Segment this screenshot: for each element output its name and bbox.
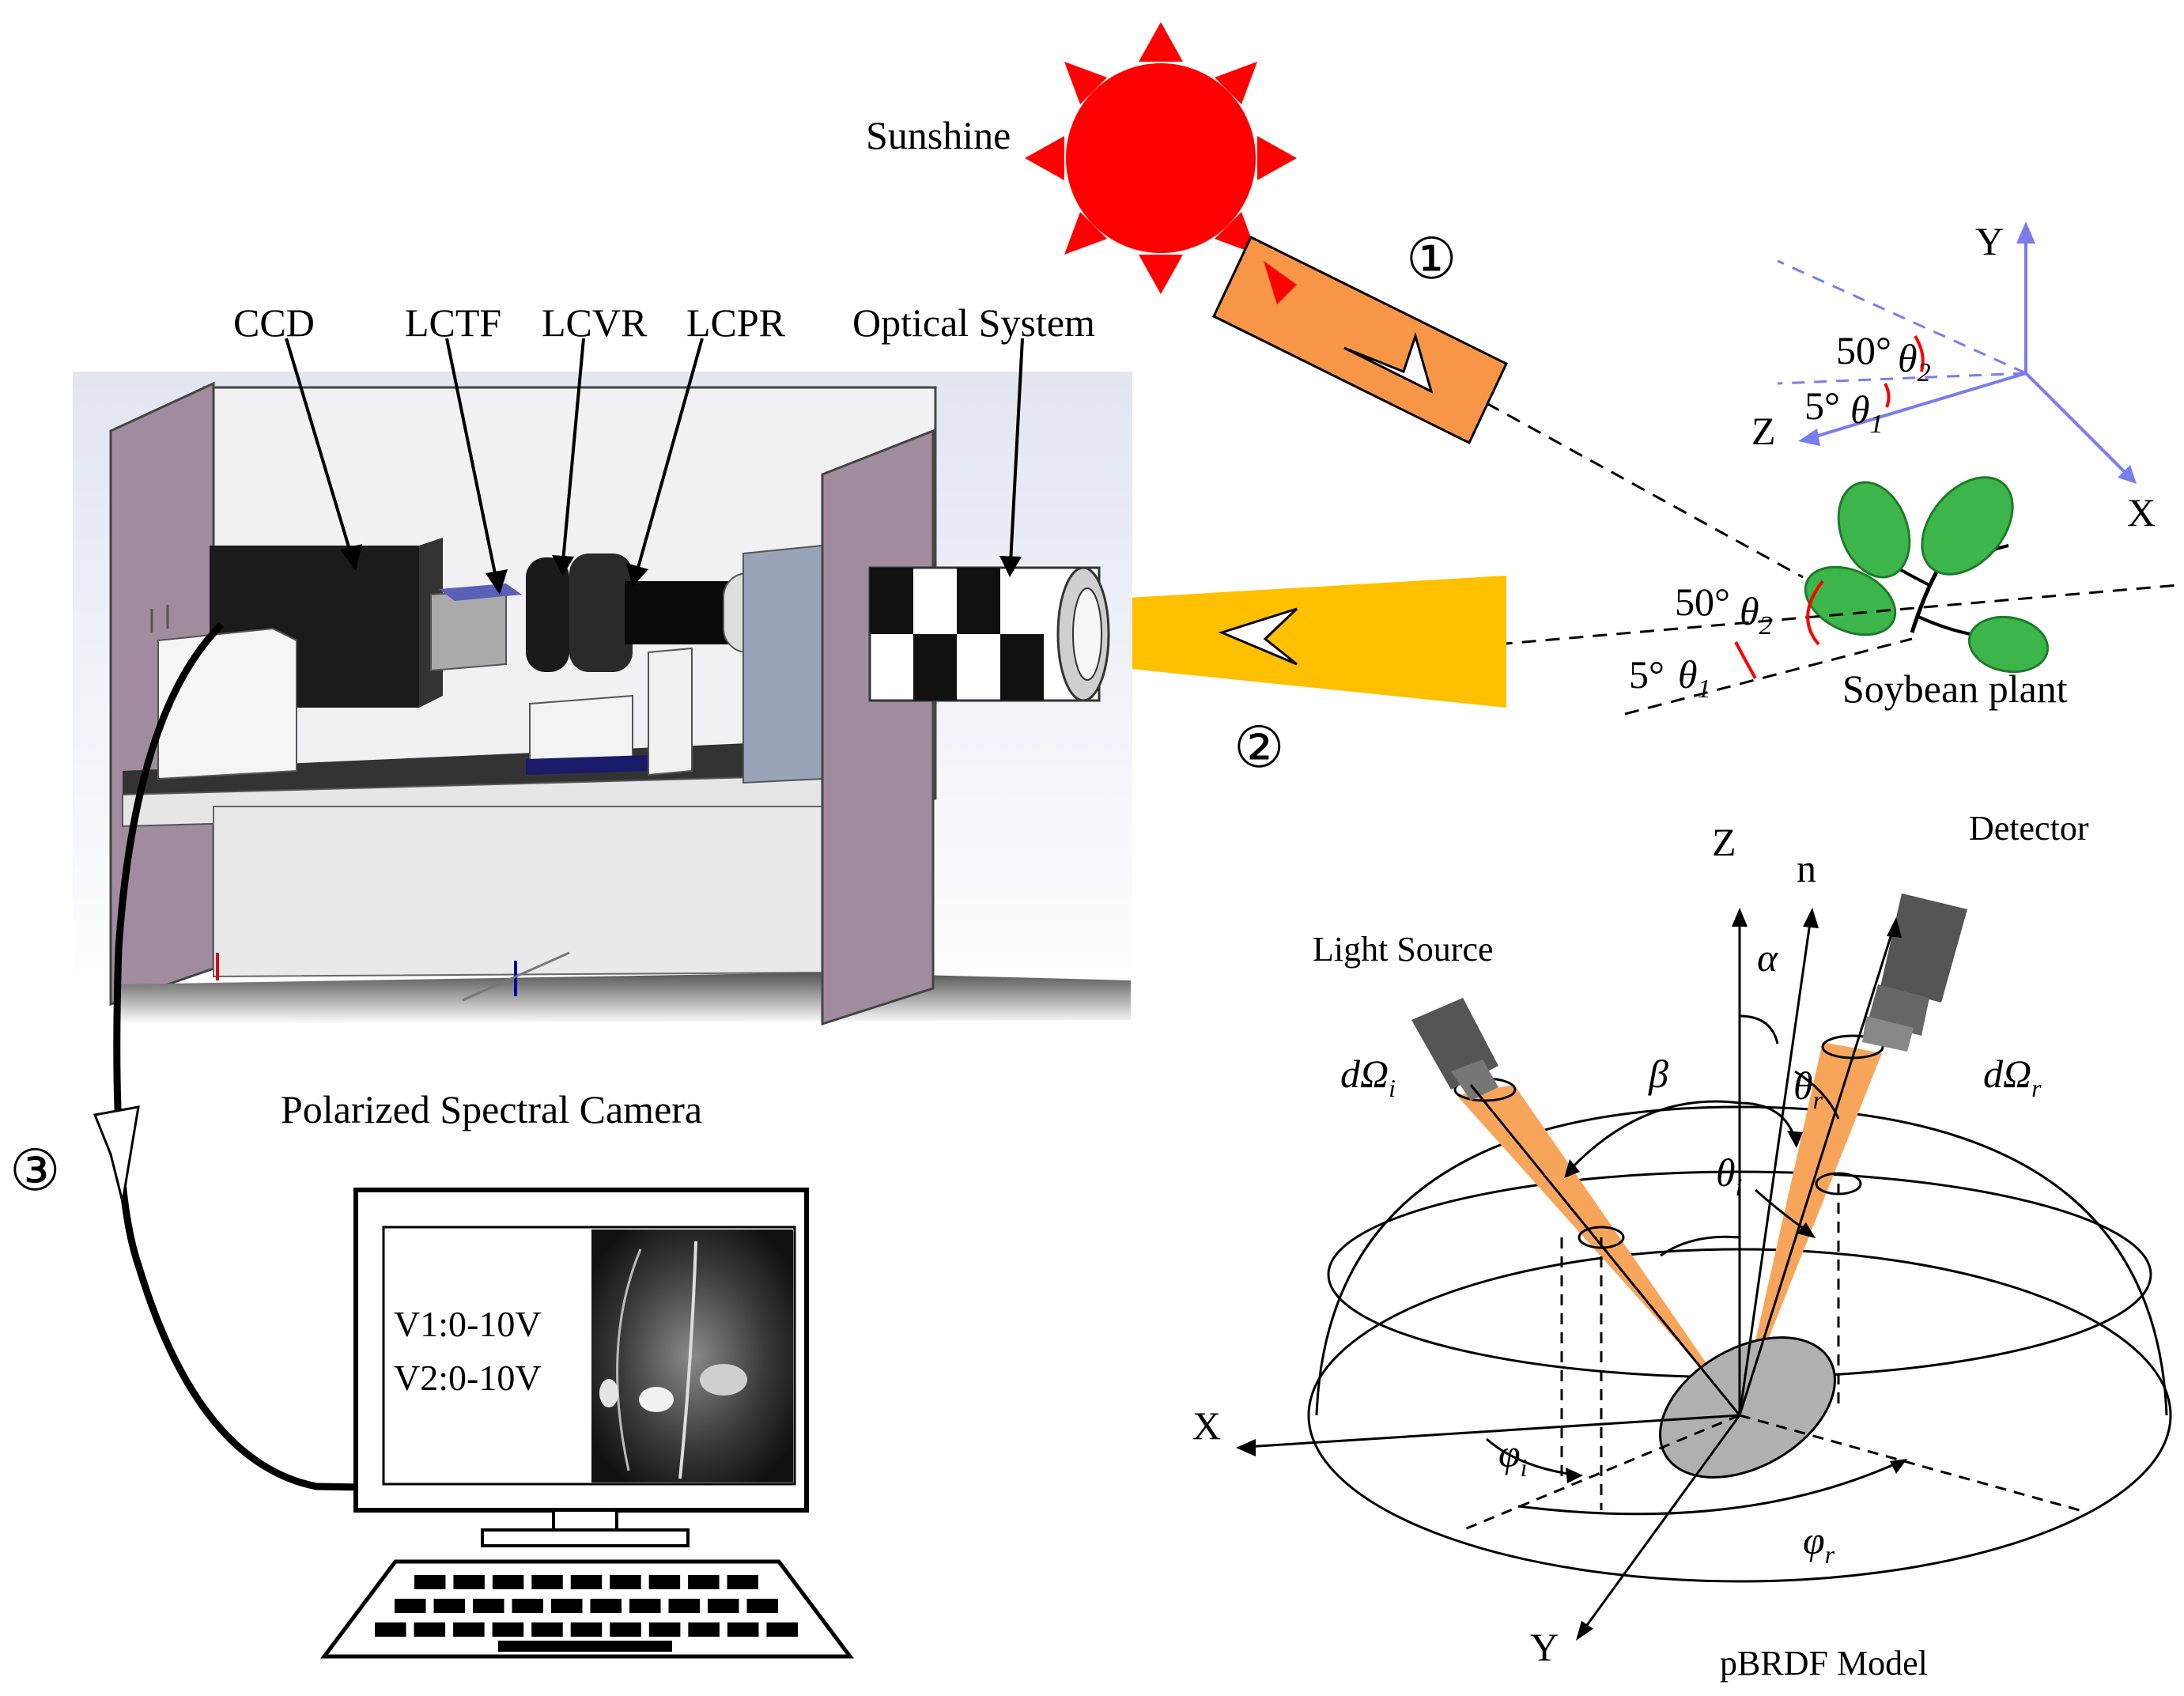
theta-r-label: θr (1793, 1063, 1823, 1114)
keyboard-key (570, 1575, 603, 1589)
ccd-label: CCD (233, 300, 315, 345)
keyboard-key (570, 1622, 603, 1637)
axis-x-top-label: X (2127, 490, 2156, 534)
observation-angles (1450, 580, 2179, 716)
phi-i-label: φi (1498, 1431, 1528, 1482)
keyboard-key (531, 1622, 563, 1637)
keyboard-key (688, 1622, 720, 1637)
theta2-left: θ2 (1740, 589, 1773, 640)
keyboard-key (512, 1599, 543, 1613)
step-2-marker: ② (1234, 716, 1285, 780)
keyboard-key (668, 1599, 700, 1613)
axis-y-top-label: Y (1975, 219, 2004, 263)
screen-v2-text: V2:0-10V (394, 1358, 542, 1398)
optical-system-label: Optical System (852, 300, 1095, 345)
angle-5-left-label: 5° (1629, 652, 1664, 697)
sun-beam-1 (1212, 235, 1804, 579)
keyboard-key (433, 1599, 465, 1613)
keyboard-key (766, 1622, 798, 1637)
keyboard-key (473, 1599, 504, 1613)
light-source-label: Light Source (1313, 930, 1494, 969)
keyboard-key (492, 1622, 524, 1637)
computer-keyboard (320, 1559, 854, 1659)
keyboard-key (727, 1622, 759, 1637)
screen-v1-text: V1:0-10V (394, 1304, 542, 1344)
angle-5-top-label: 5° (1804, 383, 1840, 428)
component-pointers (285, 338, 1024, 595)
axis-z-brdf-label: Z (1712, 820, 1736, 864)
keyboard-key (648, 1575, 681, 1589)
normal-n-label: n (1797, 846, 1816, 890)
optical-system-lens (868, 566, 1110, 702)
alpha-label: α (1757, 935, 1779, 980)
theta2-top: θ2 (1898, 336, 1931, 387)
keyboard-spacebar (498, 1641, 672, 1652)
theta1-top: θ1 (1850, 387, 1884, 439)
soybean-plant-label: Soybean plant (1842, 667, 2068, 711)
d-omega-r-label: dΩr (1983, 1052, 2042, 1102)
angle-50-left-label: 50° (1675, 580, 1730, 624)
d-omega-i-label: dΩi (1340, 1052, 1396, 1102)
pbrdf-diagram (1236, 893, 2172, 1641)
keyboard-key (590, 1599, 622, 1613)
lcvr-label: LCVR (542, 300, 648, 345)
keyboard-key (610, 1622, 641, 1637)
sunshine-label: Sunshine (866, 113, 1011, 157)
leaf-image (591, 1230, 793, 1483)
beta-label: β (1648, 1052, 1668, 1096)
theta1-left: θ1 (1678, 652, 1711, 704)
theta-i-label: θi (1716, 1150, 1742, 1201)
keyboard-key (708, 1599, 739, 1613)
sun-icon (1025, 22, 1297, 294)
keyboard-key (492, 1575, 524, 1589)
phi-r-label: φr (1803, 1518, 1835, 1569)
keyboard-key (629, 1599, 661, 1613)
angle-50-top-label: 50° (1836, 328, 1891, 372)
detector-icon (1862, 893, 1967, 1052)
data-cable-3 (93, 621, 546, 1494)
keyboard-key (746, 1599, 778, 1613)
keyboard-key (727, 1575, 758, 1589)
reflected-beam-2 (1101, 576, 1506, 708)
keyboard-key (414, 1622, 446, 1637)
keyboard-key (551, 1599, 583, 1613)
polarized-camera-label: Polarized Spectral Camera (281, 1087, 702, 1131)
polarized-spectral-camera (73, 372, 1132, 1026)
step-1-marker: ① (1406, 228, 1457, 291)
reference-axes-top (1777, 221, 2137, 484)
soybean-plant-icon (1804, 476, 2050, 674)
keyboard-key (531, 1575, 563, 1589)
computer-monitor (353, 1188, 809, 1547)
keyboard-key (453, 1622, 485, 1637)
keyboard-key (414, 1575, 446, 1589)
light-source-icon (1411, 998, 1498, 1101)
keyboard-key (648, 1622, 681, 1637)
keyboard-key (453, 1575, 485, 1589)
axis-y-brdf-label: Y (1530, 1625, 1559, 1669)
pbrdf-model-label: pBRDF Model (1720, 1644, 1928, 1683)
detector-label: Detector (1969, 809, 2089, 848)
keyboard-key (395, 1599, 426, 1613)
axis-z-top-label: Z (1751, 409, 1776, 453)
step-3-marker: ③ (9, 1139, 61, 1203)
lcpr-label: LCPR (686, 300, 786, 345)
lctf-label: LCTF (405, 300, 501, 345)
keyboard-key (375, 1622, 406, 1637)
keyboard-key (610, 1575, 641, 1589)
axis-x-brdf-label: X (1192, 1403, 1221, 1448)
keyboard-key (688, 1575, 720, 1589)
